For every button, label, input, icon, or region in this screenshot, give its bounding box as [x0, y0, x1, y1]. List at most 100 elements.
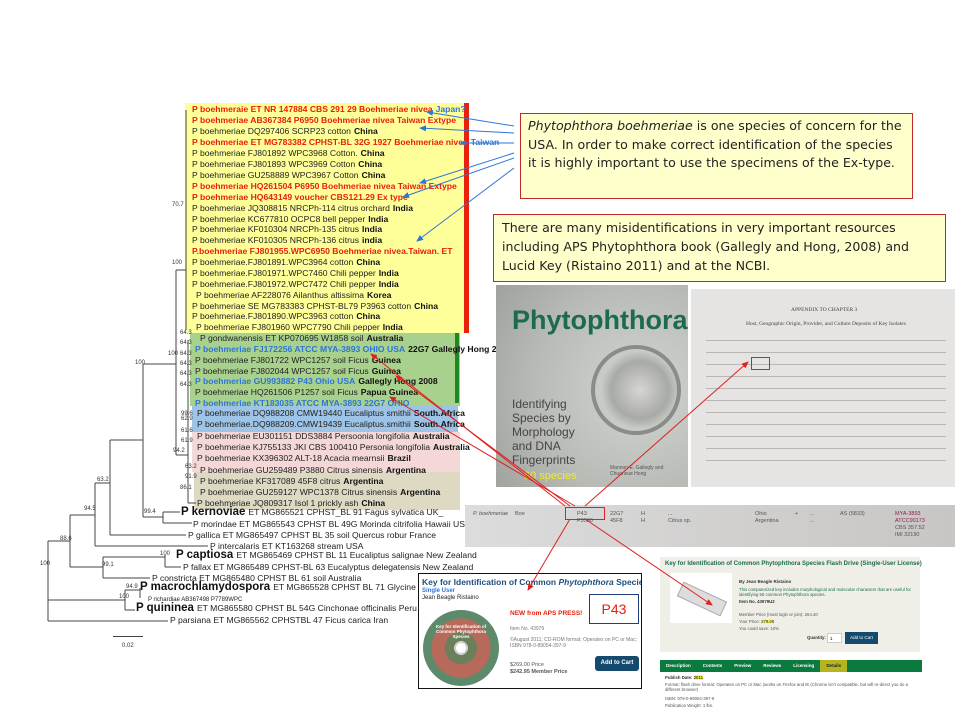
leaf-text: Argentina — [343, 476, 384, 486]
tree-leaf: P constricta ET MG865480 CPHST BL 61 soi… — [152, 573, 364, 583]
leaf-text: P quininea — [136, 602, 194, 614]
tree-leaf: P boehmeriae JQ308815 NRCPh-114 citrus o… — [192, 203, 416, 213]
quantity-input[interactable]: 1 — [827, 633, 842, 643]
tree-leaf: P boehmeriae AF228076 Ailanthus altissim… — [196, 290, 394, 300]
bootstrap-value: 64.3 — [180, 330, 192, 336]
leaf-text: Brazil — [387, 453, 411, 463]
leaf-text: China — [361, 170, 386, 180]
leaf-text: ET MG865521 CPHST_BL 91 Fagus sylvatica … — [248, 507, 444, 517]
leaf-text: P boehmeriae DQ988208 CMW19440 Eucaliptu… — [197, 408, 411, 418]
leaf-text: Korea — [367, 290, 392, 300]
bootstrap-value: 62.9 — [181, 416, 193, 422]
leaf-text: P boehmeriae GU258889 WPC3967 Cotton — [192, 170, 359, 180]
savings: You could save: 10% — [739, 626, 779, 631]
publish-value: 2011 — [693, 675, 703, 680]
bootstrap-value: 63.2 — [97, 477, 109, 483]
leaf-text: P boehmeriae.FJ801972.WPC7472 Chili pepp… — [192, 279, 376, 289]
leaf-text: China — [358, 159, 383, 169]
bootstrap-value: 64.3 — [180, 361, 192, 367]
tree-leaf: P boehmeriae.FJ801971.WPC7460 Chili pepp… — [192, 268, 402, 278]
strip-code: Boe — [515, 511, 525, 517]
leaf-text: P boehmeriae.FJ801891.WPC3964 cotton — [192, 257, 354, 267]
scale-bar — [113, 636, 143, 637]
strip-cell: AS (5833) — [840, 511, 865, 517]
product-description: ©August 2011; CD-ROM format; Operates on… — [510, 637, 637, 649]
leaf-text: Australia — [366, 333, 404, 343]
title-part: Key for Identification of Common — [422, 577, 559, 587]
clade-highlight-boehmeriae-main — [185, 103, 467, 333]
item-number: Item No. 43979U2 — [739, 599, 775, 604]
leaf-text: Argentina — [400, 487, 441, 497]
clade-bar-red — [464, 103, 469, 333]
leaf-text: P fallax ET MG865489 CPHST-BL 63 Eucalyp… — [183, 562, 474, 572]
add-to-cart-button[interactable]: Add to Cart — [595, 656, 639, 671]
tree-leaf: P intercalaris ET KT163268 stream USA — [210, 541, 366, 551]
tab-details[interactable]: Details — [820, 660, 848, 672]
book-title: Phytophthora — [512, 305, 688, 335]
leaf-text: Taiwan — [470, 137, 500, 147]
leaf-text: China — [414, 301, 438, 311]
tree-leaf: P fallax ET MG865489 CPHST-BL 63 Eucalyp… — [183, 562, 476, 572]
leaf-text: P gallica ET MG865497 CPHST BL 35 soil Q… — [188, 530, 437, 540]
bootstrap-value: 94.5 — [84, 506, 96, 512]
leaf-text: P boehmeriae FJ801893 WPC3969 Cotton — [192, 159, 356, 169]
bootstrap-value: 61.9 — [181, 438, 193, 444]
strip-cell: H — [641, 511, 645, 517]
leaf-text: P boehmeriae FJ802044 WPC1257 soil Ficus — [195, 366, 369, 376]
tab-reviews[interactable]: Reviews — [763, 663, 782, 668]
scale-bar-label: 0.02 — [122, 643, 134, 649]
leaf-text: ET MG865469 CPHST BL 11 Eucaliptus salig… — [236, 550, 477, 560]
isbn-info: ISBN: 978-0-89054-397-9 — [665, 696, 715, 701]
strip-cell: ... — [668, 511, 673, 517]
leaf-text: P macrochlamydospora — [140, 581, 271, 593]
tab-licensing[interactable]: Licensing — [793, 663, 815, 668]
your-price: Your Price: 279.00 — [739, 619, 775, 624]
clade-highlight-australia — [192, 432, 460, 472]
product-tabs: Description Contents Preview Reviews Lic… — [660, 660, 922, 672]
leaf-text: China — [356, 257, 381, 267]
tab-preview[interactable]: Preview — [734, 663, 752, 668]
product-author: By Jean Beagle Ristaino — [739, 579, 792, 584]
add-to-cart-button[interactable]: Add to Cart — [845, 632, 878, 644]
leaf-text: P boehmeriae.FJ801971.WPC7460 Chili pepp… — [192, 268, 376, 278]
bootstrap-value: 100 — [160, 551, 171, 557]
leaf-text: ET MG865528 CPHST BL 71 Glycine max Aust… — [273, 582, 470, 592]
bootstrap-value: 64.3 — [180, 340, 192, 346]
product-title: Key for Identification of Common Phytoph… — [665, 561, 922, 567]
item-number: Item No. 43979 — [510, 626, 545, 632]
strip-cell: ... — [810, 511, 815, 517]
strip-cell: + — [795, 511, 799, 517]
bootstrap-value: 94.9 — [126, 584, 138, 590]
clade-highlight-argentina — [194, 472, 460, 510]
leaf-text: P boehmeriae SE MG783383 CPHST-BL79 P396… — [192, 301, 412, 311]
tab-description[interactable]: Description — [666, 663, 691, 668]
tree-leaf: P boehmeriae FJ802044 WPC1257 soil Ficus… — [195, 366, 404, 376]
strip-cell: CBS 357.52 — [895, 525, 925, 531]
new-badge: NEW from APS PRESS! — [510, 610, 583, 617]
tree-leaf: P boehmeriae JQ809317 Isol 1 prickly ash… — [197, 498, 388, 508]
leaf-text: P boehmeriae KT183035 ATCC MYA-3893 22G7… — [195, 398, 410, 408]
leaf-text: P boehmeriae KF317089 45F8 citrus — [200, 476, 341, 486]
bootstrap-value: 100 — [119, 594, 130, 600]
tree-leaf: P boehmeriae DQ988208 CMW19440 Eucaliptu… — [197, 408, 468, 418]
your-price-value: 279.00 — [761, 619, 775, 624]
strip-p43: P43 — [577, 511, 587, 517]
strip-species: P. boehmeriae — [473, 511, 509, 517]
appendix-title: Host, Geographic Origin, Provider, and C… — [746, 321, 906, 327]
strip-cell: 22G7 — [610, 511, 624, 517]
title-italic: Phytophthora — [558, 577, 614, 587]
leaf-text: Japan? — [435, 104, 466, 114]
clade-highlight-south-africa — [192, 406, 458, 432]
tree-leaf: P boehmeriae GU259127 WPC1378 Citrus sin… — [200, 487, 443, 497]
clade-bar-green — [455, 333, 459, 403]
tree-leaf: P boehmeriae SE MG783383 CPHST-BL79 P396… — [192, 301, 441, 311]
clade-highlight-green — [190, 333, 460, 406]
tab-contents[interactable]: Contents — [702, 663, 723, 668]
